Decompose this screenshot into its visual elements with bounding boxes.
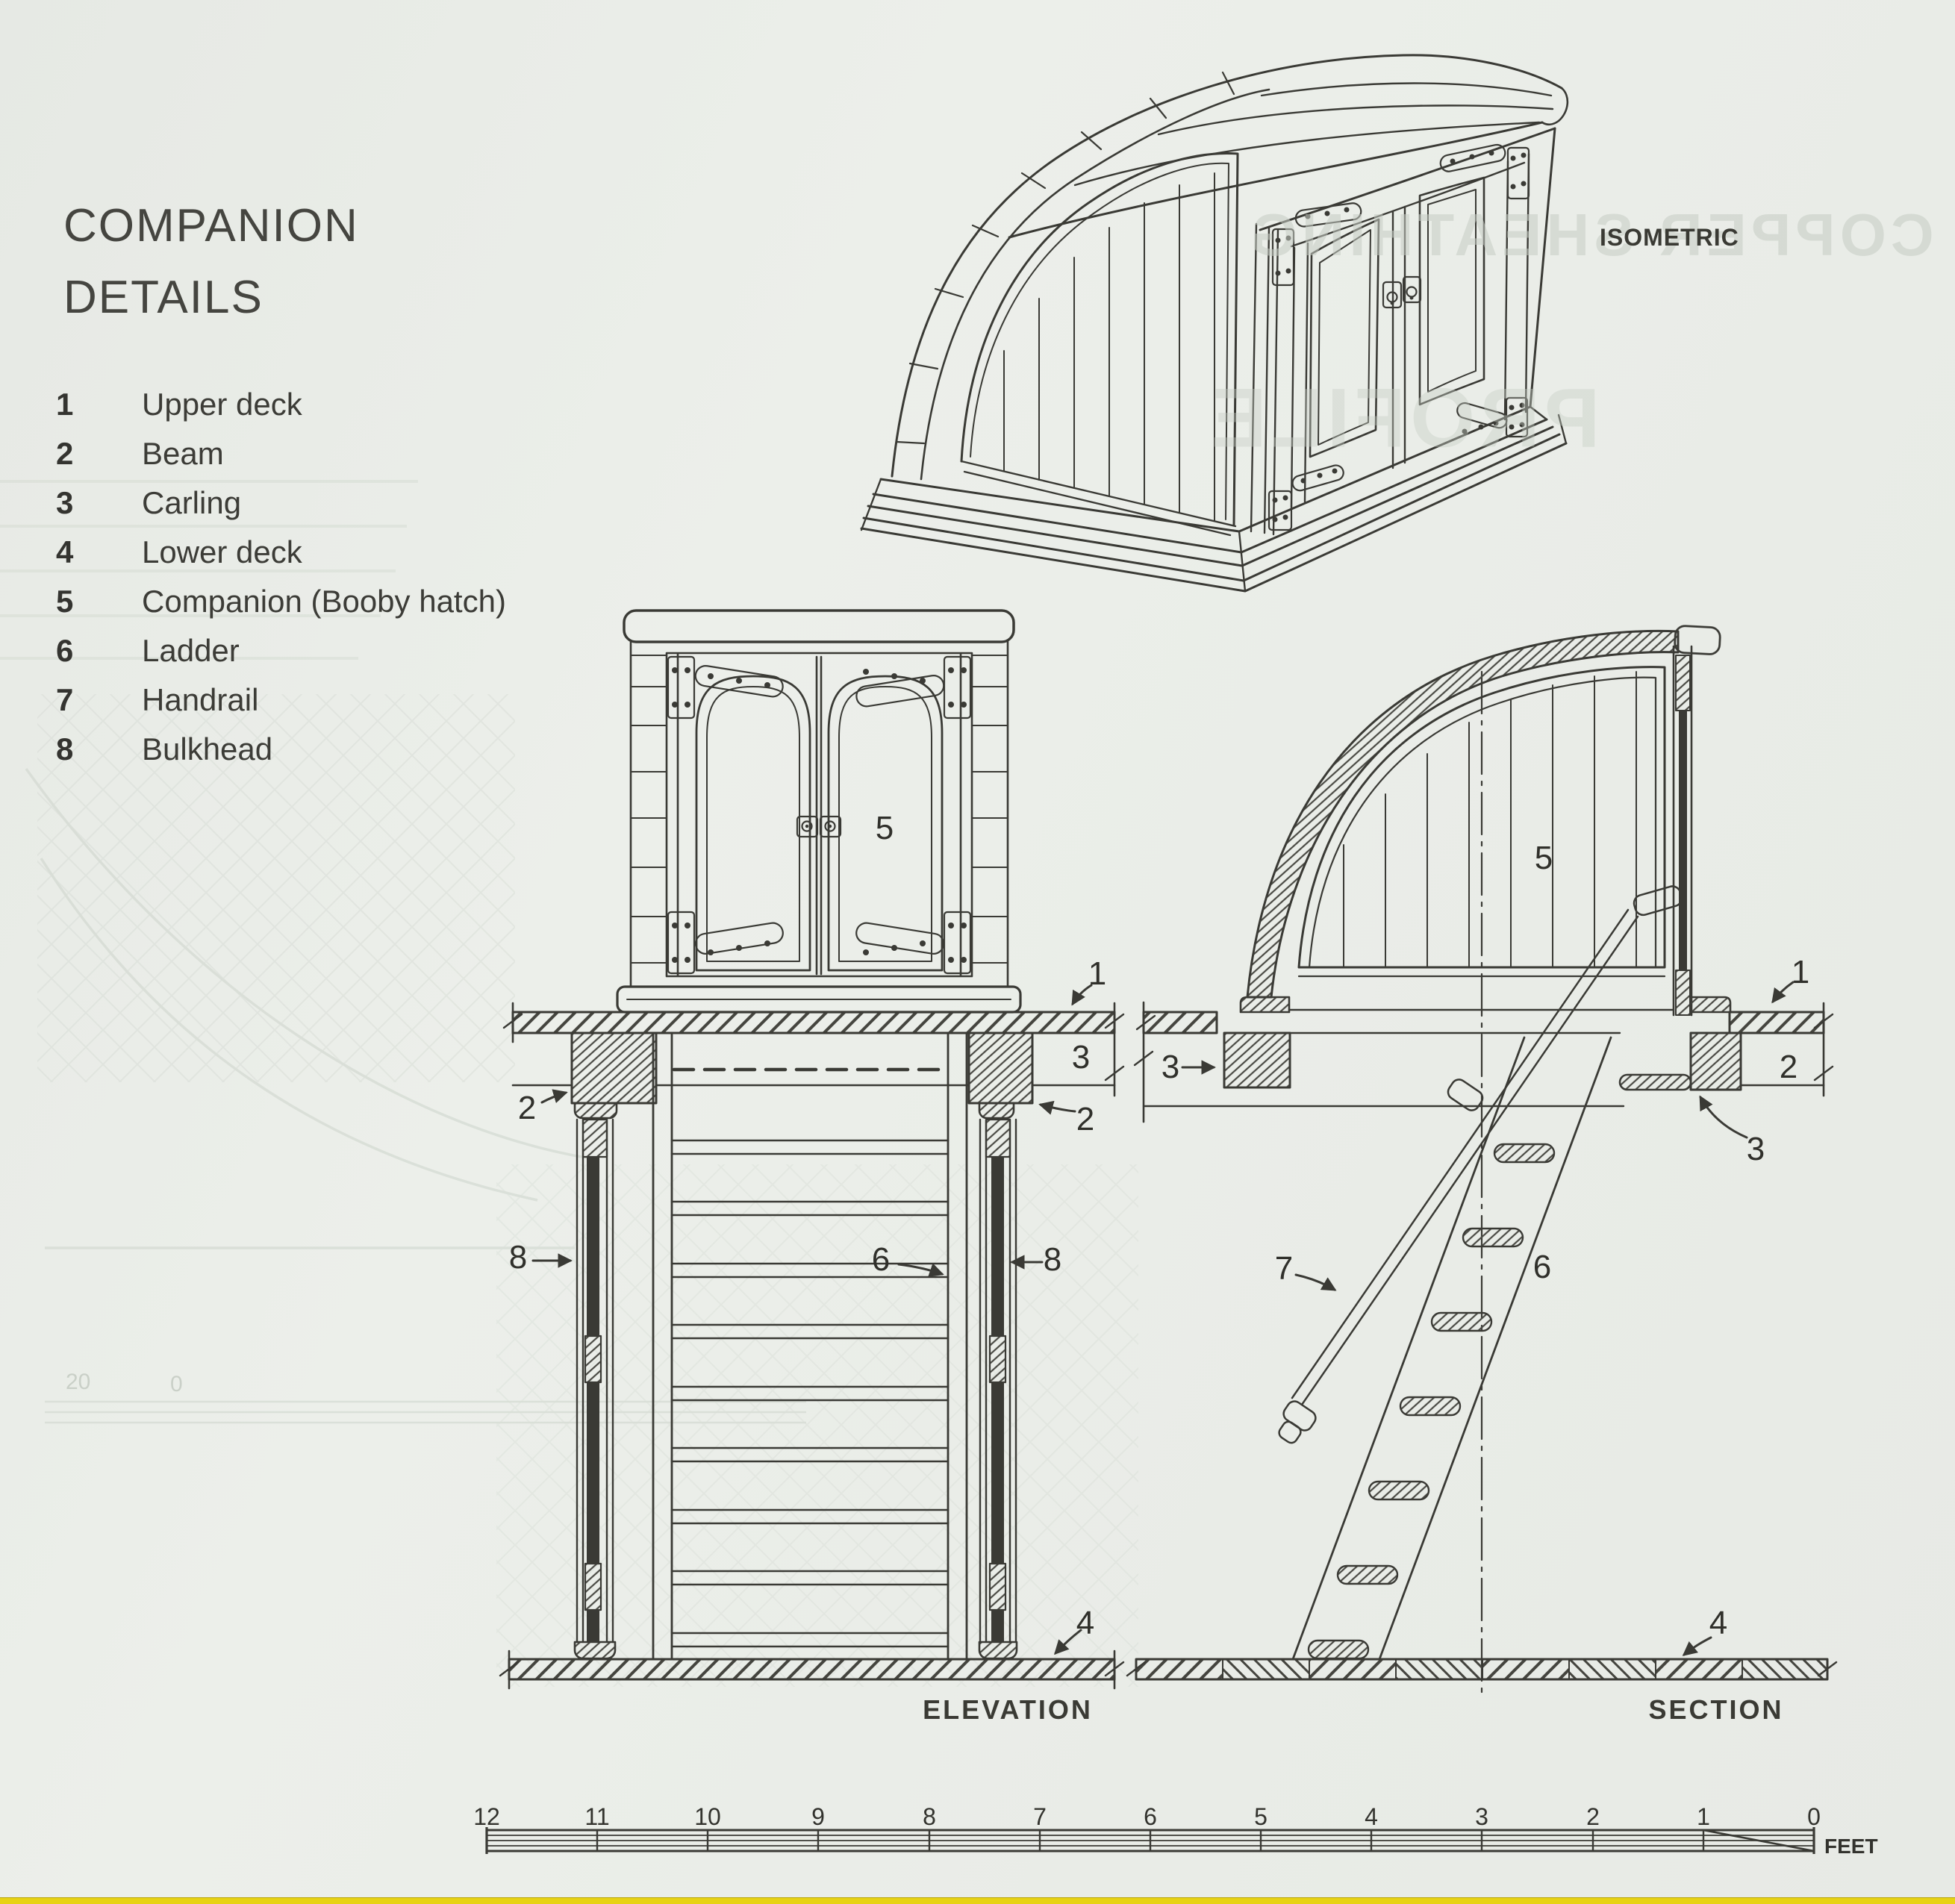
legend-item-5: 5 Companion (Booby hatch): [56, 584, 506, 619]
ghost-bleed-text-mid: PROFILE: [1206, 371, 1600, 465]
callout-elevation-beam-right: 2: [1076, 1101, 1095, 1137]
page-title-line1: COMPANION: [63, 200, 359, 252]
callout-section-lower-deck: 4: [1709, 1605, 1728, 1641]
scale-tick-12: 12: [473, 1803, 500, 1830]
legend-item-8: 8 Bulkhead: [56, 731, 272, 767]
legend-item-3: 3 Carling: [56, 485, 241, 521]
legend-item-label: Upper deck: [142, 387, 302, 422]
callout-elevation-ladder: 6: [871, 1241, 891, 1278]
ghost-bleed-number-a: 20: [66, 1370, 91, 1394]
legend-item-label: Companion (Booby hatch): [142, 584, 506, 619]
legend-item-4: 4 Lower deck: [56, 534, 302, 570]
legend-item-number: 5: [56, 584, 74, 619]
callout-section-handrail: 7: [1274, 1250, 1294, 1287]
callout-section-carling-left: 3: [1161, 1049, 1180, 1085]
callout-section-carling-right: 3: [1746, 1131, 1765, 1167]
scale-tick-10: 10: [694, 1803, 721, 1830]
scale-tick-9: 9: [811, 1803, 825, 1830]
legend-item-6: 6 Ladder: [56, 633, 240, 669]
callout-elevation-bulkhead-left: 8: [508, 1239, 528, 1276]
callout-elevation-carling: 3: [1071, 1039, 1091, 1076]
section-view-drawing: [1126, 625, 1838, 1694]
legend-item-number: 7: [56, 682, 74, 717]
scale-tick-1: 1: [1697, 1803, 1710, 1830]
callout-section-upper-deck: 1: [1791, 954, 1810, 990]
elevation-view-drawing: [499, 609, 1125, 1690]
page-title-line2: DETAILS: [63, 272, 264, 324]
scale-bar-drawing: [485, 1827, 1815, 1854]
isometric-caption: ISOMETRIC: [1600, 224, 1739, 251]
next-page-edge: [0, 1897, 1955, 1904]
callout-elevation-companion: 5: [875, 810, 894, 846]
ghost-bleed-number-b: 0: [170, 1372, 183, 1396]
legend-item-number: 1: [56, 387, 74, 422]
elevation-caption: ELEVATION: [923, 1694, 1093, 1725]
scale-tick-6: 6: [1144, 1803, 1157, 1830]
callout-section-companion: 5: [1534, 840, 1553, 876]
callout-elevation-lower-deck: 4: [1076, 1605, 1095, 1641]
legend-item-label: Beam: [142, 436, 224, 471]
scale-tick-11: 11: [584, 1803, 610, 1830]
scale-tick-5: 5: [1254, 1803, 1268, 1830]
callout-section-ladder: 6: [1532, 1249, 1552, 1285]
ghost-bleedthrough-shapes: [0, 480, 1138, 1687]
scale-tick-3: 3: [1475, 1803, 1488, 1830]
legend-item-1: 1 Upper deck: [56, 387, 302, 422]
scale-unit-label: FEET: [1824, 1835, 1878, 1858]
legend-item-number: 4: [56, 534, 74, 569]
callout-elevation-beam-left: 2: [517, 1090, 537, 1126]
legend-item-label: Lower deck: [142, 534, 302, 569]
isometric-view-drawing: [860, 54, 1569, 593]
page-title: COMPANION DETAILS: [63, 190, 359, 334]
legend-item-2: 2 Beam: [56, 436, 224, 472]
legend-item-number: 3: [56, 485, 74, 520]
callout-section-beam: 2: [1779, 1049, 1798, 1085]
legend-item-number: 8: [56, 731, 74, 767]
scale-tick-8: 8: [923, 1803, 936, 1830]
legend-item-label: Handrail: [142, 682, 259, 717]
legend-item-label: Ladder: [142, 633, 240, 668]
legend-item-label: Bulkhead: [142, 731, 273, 767]
ghost-bleed-text-top: COPPER SHEATHING: [1246, 202, 1934, 268]
legend-item-number: 2: [56, 436, 74, 471]
callout-elevation-upper-deck: 1: [1088, 955, 1107, 992]
scale-tick-0: 0: [1807, 1803, 1821, 1830]
legend-item-7: 7 Handrail: [56, 682, 258, 718]
section-caption: SECTION: [1648, 1694, 1784, 1725]
callout-elevation-bulkhead-right: 8: [1043, 1241, 1062, 1278]
scale-tick-7: 7: [1033, 1803, 1047, 1830]
scale-tick-4: 4: [1365, 1803, 1378, 1830]
legend-item-label: Carling: [142, 485, 242, 520]
legend-item-number: 6: [56, 633, 74, 668]
scale-tick-2: 2: [1586, 1803, 1600, 1830]
